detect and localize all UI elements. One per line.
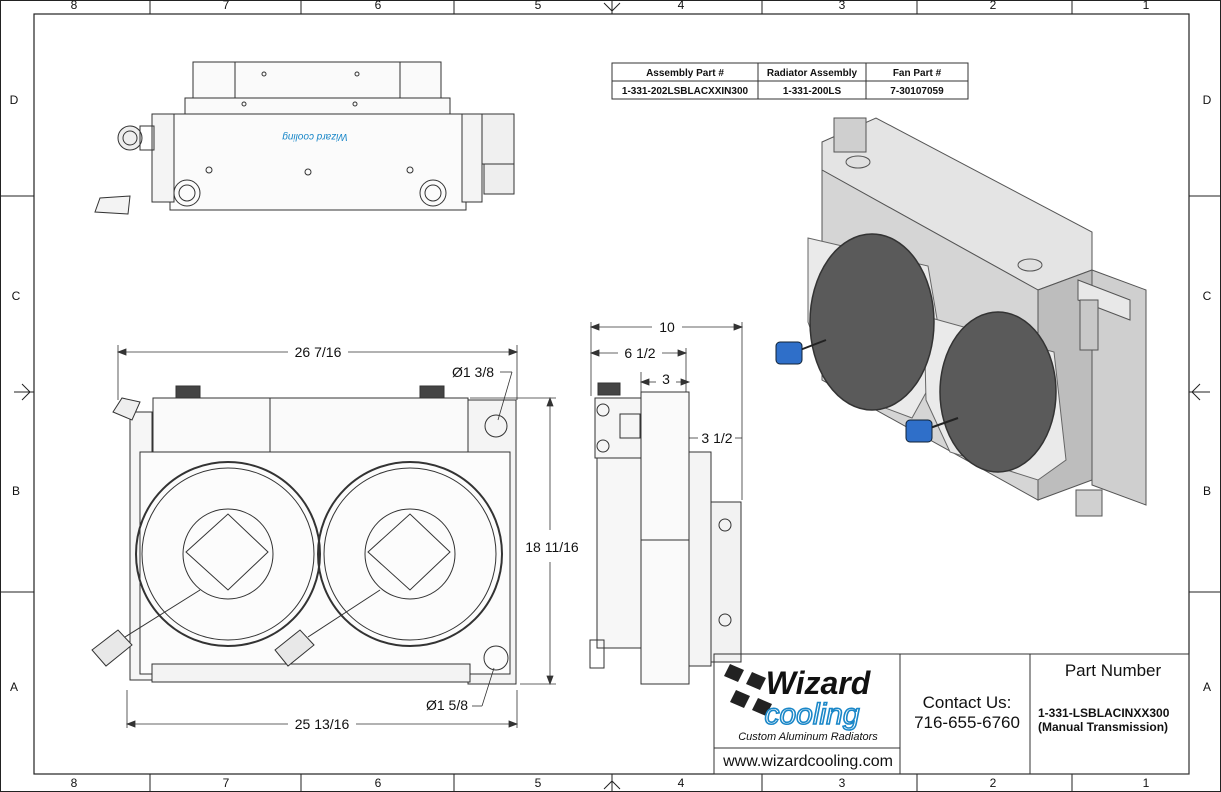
zone-row-label: C <box>1203 289 1212 303</box>
zone-col-label: 6 <box>375 0 382 12</box>
dim-depth-fan: 6 1/2 <box>624 345 655 361</box>
zone-row-label: A <box>10 680 18 694</box>
contact-phone: 716-655-6760 <box>914 713 1020 732</box>
zone-col-label: 7 <box>223 776 230 790</box>
zone-col-label: 8 <box>71 0 78 12</box>
zone-row-label: D <box>10 93 19 107</box>
table-header-radiator: Radiator Assembly <box>767 68 858 79</box>
zone-col-label: 3 <box>839 0 846 12</box>
dim-depth-total: 10 <box>659 319 675 335</box>
dim-bottom-hole: Ø1 5/8 <box>426 697 468 713</box>
wizard-logo: Wizard cooling Custom Aluminum Radiators <box>724 664 878 743</box>
table-cell-assembly: 1-331-202LSBLACXXIN300 <box>622 86 749 97</box>
contact-label: Contact Us: <box>923 693 1012 712</box>
logo-word: Wizard <box>766 665 872 701</box>
zone-col-label: 5 <box>535 0 542 12</box>
part-number-value: 1-331-LSBLACINXX300 <box>1038 706 1170 720</box>
zone-labels-right: D C B A <box>1203 93 1212 694</box>
table-cell-radiator: 1-331-200LS <box>783 86 842 97</box>
logo-tagline: Custom Aluminum Radiators <box>738 731 878 743</box>
zone-col-label: 8 <box>71 776 78 790</box>
part-number-description: (Manual Transmission) <box>1038 720 1168 734</box>
title-block <box>713 653 1190 775</box>
zone-row-label: B <box>1203 484 1211 498</box>
dim-depth-core: 3 <box>662 371 670 387</box>
front-view <box>91 385 517 685</box>
side-view <box>589 382 742 685</box>
table-cell-fan: 7-30107059 <box>890 86 944 97</box>
zone-col-label: 1 <box>1143 0 1150 12</box>
part-number-label: Part Number <box>1065 661 1162 680</box>
top-view-logo-text: Wizard cooling <box>282 131 348 142</box>
table-header-assembly: Assembly Part # <box>646 68 724 79</box>
zone-col-label: 4 <box>678 0 685 12</box>
dim-depth-side: 3 1/2 <box>701 430 732 446</box>
zone-col-label: 2 <box>990 776 997 790</box>
zone-labels-left: D C B A <box>10 93 21 694</box>
side-dimensions <box>589 322 744 500</box>
zone-col-label: 5 <box>535 776 542 790</box>
zone-col-label: 2 <box>990 0 997 12</box>
zone-row-label: D <box>1203 93 1212 107</box>
zone-row-label: B <box>12 484 20 498</box>
checkered-flag-icon <box>724 664 772 716</box>
dim-overall-width: 26 7/16 <box>295 344 342 360</box>
logo-script: cooling <box>764 698 859 731</box>
front-dimensions <box>116 345 556 728</box>
dim-core-width: 25 13/16 <box>295 716 350 732</box>
zone-row-label: A <box>1203 680 1211 694</box>
part-number-table: Assembly Part # Radiator Assembly Fan Pa… <box>611 62 969 100</box>
zone-col-label: 4 <box>678 776 685 790</box>
zone-col-label: 6 <box>375 776 382 790</box>
zone-labels-top: 8 7 6 5 4 3 2 1 <box>71 0 1150 12</box>
zone-col-label: 7 <box>223 0 230 12</box>
zone-col-label: 1 <box>1143 776 1150 790</box>
website-link[interactable]: www.wizardcooling.com <box>722 753 893 770</box>
zone-labels-bottom: 8 7 6 5 4 3 2 1 <box>71 776 1150 790</box>
dim-height: 18 11/16 <box>525 539 579 555</box>
table-header-fan: Fan Part # <box>893 68 942 79</box>
zone-row-label: C <box>12 289 21 303</box>
top-view <box>94 61 515 215</box>
isometric-view <box>775 117 1147 517</box>
dim-top-hole: Ø1 3/8 <box>452 364 494 380</box>
zone-col-label: 3 <box>839 776 846 790</box>
